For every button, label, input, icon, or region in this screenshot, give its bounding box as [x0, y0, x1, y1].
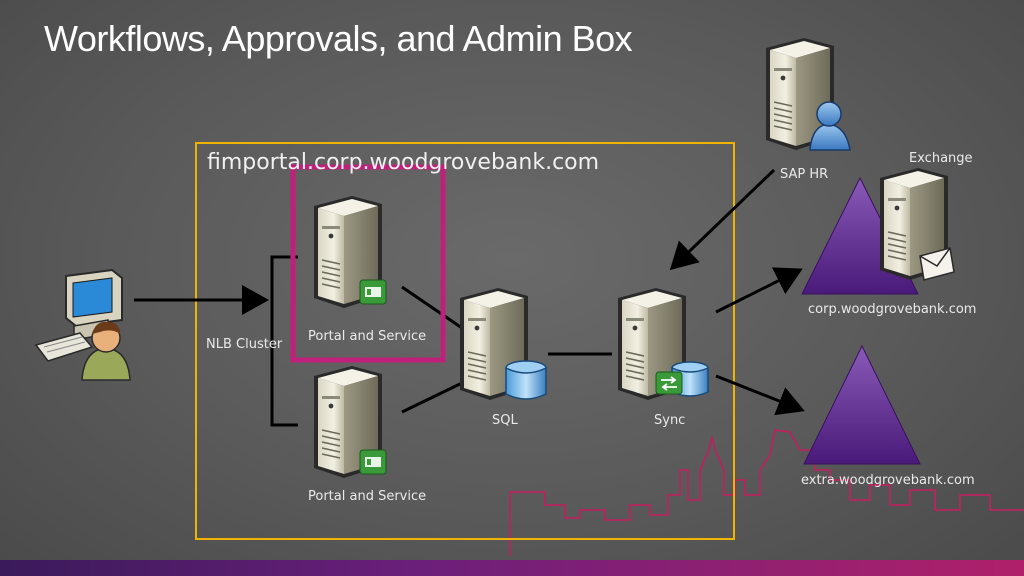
- sap-hr-server-icon: [765, 37, 851, 151]
- domain-box-label: fimportal.corp.woodgrovebank.com: [207, 150, 600, 175]
- extra-forest-label: extra.woodgrovebank.com: [801, 473, 975, 488]
- portal-server-top-icon: [313, 195, 387, 309]
- highlight-box: [290, 164, 446, 363]
- line-portal-bottom-to-sql: [401, 381, 463, 414]
- sql-label: SQL: [492, 413, 518, 428]
- exchange-server-icon: [879, 167, 955, 281]
- arrow-saphr-to-sync: [669, 168, 776, 271]
- arrow-sync-to-corp: [715, 267, 803, 314]
- nlb-bracket: [270, 255, 298, 427]
- domain-box: [195, 142, 735, 540]
- nlb-cluster-label: NLB Cluster: [206, 337, 283, 352]
- slide-title: Workflows, Approvals, and Admin Box: [44, 18, 633, 59]
- sync-server-icon: [617, 287, 709, 401]
- extra-forest-triangle: [803, 344, 921, 465]
- exchange-label: Exchange: [909, 151, 973, 166]
- arrow-sync-to-extra: [715, 374, 805, 416]
- corp-forest-label: corp.woodgrovebank.com: [808, 302, 977, 317]
- portal-bottom-label: Portal and Service: [308, 489, 427, 504]
- sql-server-icon: [459, 287, 547, 401]
- sync-label: Sync: [654, 413, 686, 428]
- user-avatar-icon: [81, 321, 131, 381]
- sap-hr-label: SAP HR: [780, 167, 829, 182]
- bottom-accent-bar: [0, 560, 1024, 576]
- portal-server-bottom-icon: [313, 365, 387, 479]
- portal-top-label: Portal and Service: [308, 329, 427, 344]
- skyline-decoration: [509, 428, 1024, 556]
- client-computer-icon: [34, 268, 123, 362]
- line-portal-top-to-sql: [401, 285, 463, 330]
